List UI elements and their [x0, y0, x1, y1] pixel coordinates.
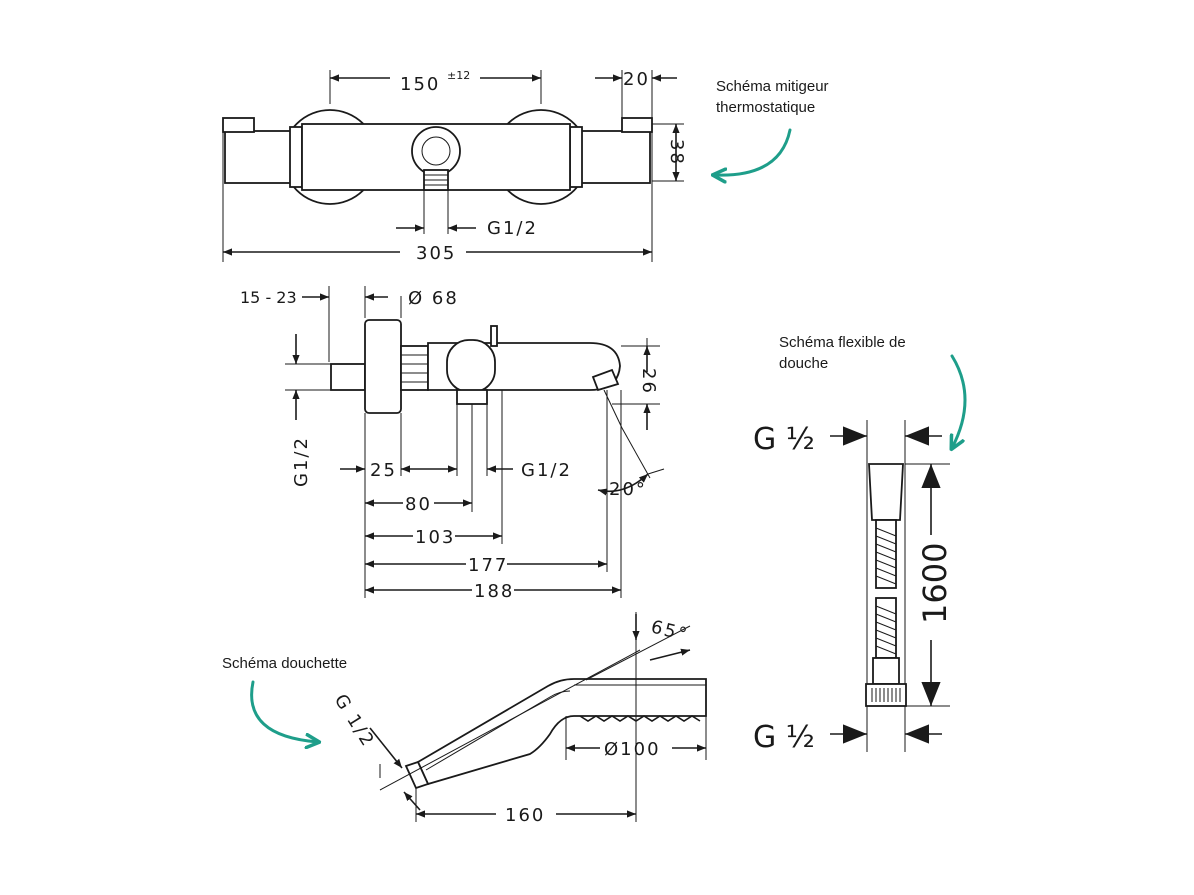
hand-shower-angle-label: 65°	[649, 616, 691, 646]
wall-flange-side	[364, 319, 402, 414]
hose-top-cone	[868, 463, 904, 521]
diverter-knob	[411, 126, 461, 176]
coupling-nut	[400, 345, 429, 391]
thermostat-knob-side	[446, 339, 496, 393]
dim-tolerance: ±12	[447, 69, 470, 82]
dim-total-width: 305	[416, 243, 456, 264]
dim-wall-offset: 15 - 23	[240, 288, 297, 307]
caption-mitigeur: Schéma mitigeur thermostatique	[714, 78, 829, 175]
caption-flexible-line1: Schéma flexible de	[779, 334, 906, 351]
caption-flexible-line2: douche	[779, 355, 828, 372]
hose-neck	[872, 657, 900, 685]
hand-shower-thread-label: G 1/2	[330, 691, 379, 752]
hand-shower-connector	[404, 760, 430, 790]
spray-nozzles	[579, 715, 701, 722]
mixer-top-view: 150 ±12 20 38 G1/2 305	[222, 69, 687, 264]
dim-80: 80	[405, 494, 432, 515]
hose-top-thread-label: G ½	[753, 422, 815, 457]
dim-inlet-thread: G1/2	[291, 436, 312, 487]
dim-25: 25	[370, 460, 397, 481]
hose-bottom-thread-label: G ½	[753, 720, 815, 755]
dim-188: 188	[474, 581, 514, 602]
left-handle-cap	[222, 117, 255, 133]
dim-spout-angle: 20°	[609, 479, 647, 500]
hose-upper-segment	[875, 519, 897, 589]
hand-shower-diameter-label: Ø100	[604, 739, 661, 760]
dim-103: 103	[415, 527, 455, 548]
spout-aerator	[591, 368, 620, 392]
caption-douchette: Schéma douchette	[222, 655, 347, 742]
wall-inlet	[330, 363, 366, 391]
dim-spacing: 150	[400, 74, 440, 95]
dim-bottom-outlet-thread: G1/2	[521, 460, 572, 481]
caption-flexible: Schéma flexible de douche	[779, 334, 967, 448]
dim-26: 26	[638, 368, 659, 395]
hand-shower-length-label: 160	[505, 805, 545, 826]
shower-hose-view: G ½ 1600 G ½	[753, 420, 954, 755]
left-collar	[289, 126, 303, 188]
bottom-outlet-nut	[456, 389, 488, 405]
douchette-pointer-arrow	[250, 680, 318, 742]
dim-flange-diameter: Ø 68	[408, 288, 459, 309]
flexible-pointer-arrow	[952, 354, 967, 448]
dim-knob-width: 20	[623, 69, 650, 90]
right-collar	[569, 126, 583, 188]
hand-shower-body	[416, 678, 707, 786]
dim-height: 38	[666, 139, 687, 166]
hose-length-label: 1600	[916, 543, 954, 624]
caption-mitigeur-line1: Schéma mitigeur	[716, 78, 829, 95]
right-handle-cap	[621, 117, 653, 133]
mitigeur-pointer-arrow	[714, 128, 792, 175]
dim-177: 177	[468, 555, 508, 576]
dim-outlet-thread: G1/2	[487, 218, 538, 239]
caption-douchette-text: Schéma douchette	[222, 655, 347, 672]
mixer-side-view: 15 - 23 Ø 68 G1/2 25 G1/2 80 103 177 18	[240, 286, 665, 602]
hand-shower-view: G 1/2 65° Ø100 160	[330, 612, 707, 826]
knob-grip	[490, 325, 498, 347]
caption-mitigeur-line2: thermostatique	[716, 99, 815, 116]
diverter-knob-inner	[421, 136, 451, 166]
